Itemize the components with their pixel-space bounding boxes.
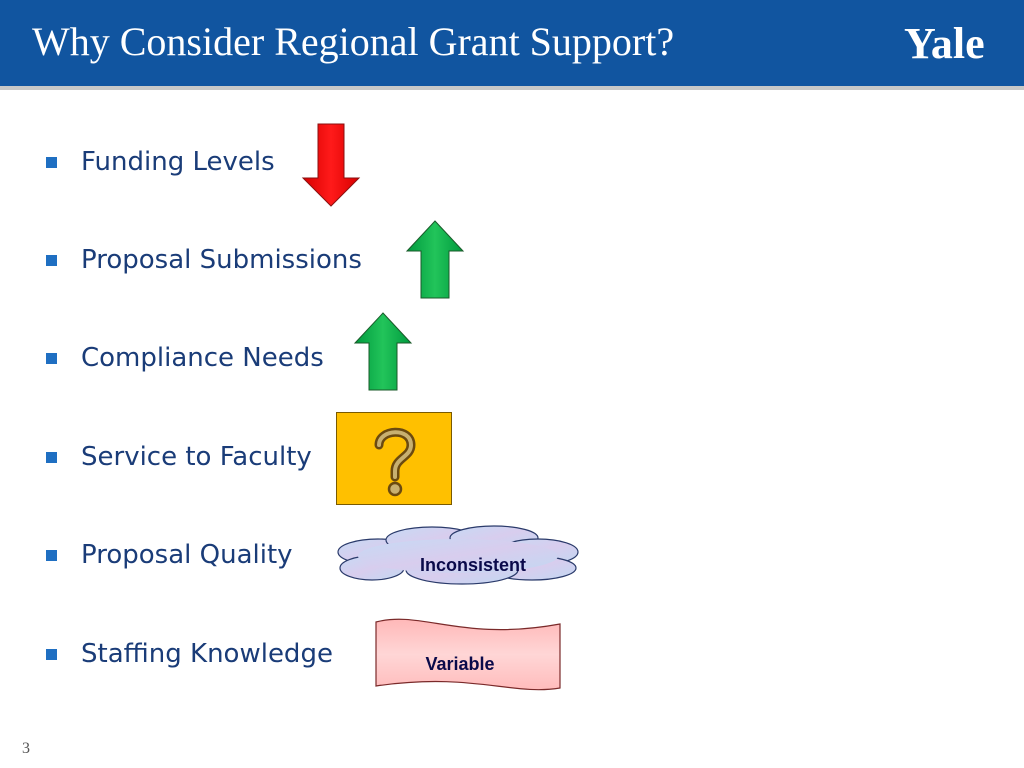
cloud-label: Inconsistent — [420, 555, 526, 575]
banner-label: Variable — [425, 654, 494, 674]
question-mark-icon — [374, 427, 416, 497]
yale-logo: Yale — [904, 19, 985, 68]
bullet-marker-icon — [46, 352, 57, 364]
bullet-label: Service to Faculty — [81, 442, 312, 472]
bullet-label: Funding Levels — [81, 147, 275, 177]
up-arrow-icon — [405, 220, 465, 299]
bullet-marker-icon — [46, 254, 57, 266]
bullet-label: Proposal Submissions — [81, 245, 362, 275]
cloud-shape: Inconsistent — [337, 525, 579, 585]
up-arrow-icon — [353, 312, 413, 391]
bullet-item: Proposal Quality — [46, 535, 293, 575]
page-number: 3 — [22, 740, 30, 757]
question-box — [336, 412, 452, 505]
bullet-item: Compliance Needs — [46, 338, 324, 378]
bullet-marker-icon — [46, 549, 57, 561]
bullet-marker-icon — [46, 156, 57, 168]
bullet-marker-icon — [46, 648, 57, 660]
slide-header: Why Consider Regional Grant Support? Yal… — [0, 0, 1024, 90]
bullet-marker-icon — [46, 451, 57, 463]
bullet-item: Staffing Knowledge — [46, 634, 333, 674]
wave-banner-shape: Variable — [375, 618, 561, 691]
down-arrow-icon — [301, 123, 361, 207]
bullet-label: Proposal Quality — [81, 540, 293, 570]
bullet-label: Staffing Knowledge — [81, 639, 333, 669]
bullet-item: Proposal Submissions — [46, 240, 362, 280]
bullet-item: Service to Faculty — [46, 437, 312, 477]
bullet-label: Compliance Needs — [81, 343, 324, 373]
bullet-item: Funding Levels — [46, 142, 275, 182]
slide-title: Why Consider Regional Grant Support? — [32, 19, 675, 64]
